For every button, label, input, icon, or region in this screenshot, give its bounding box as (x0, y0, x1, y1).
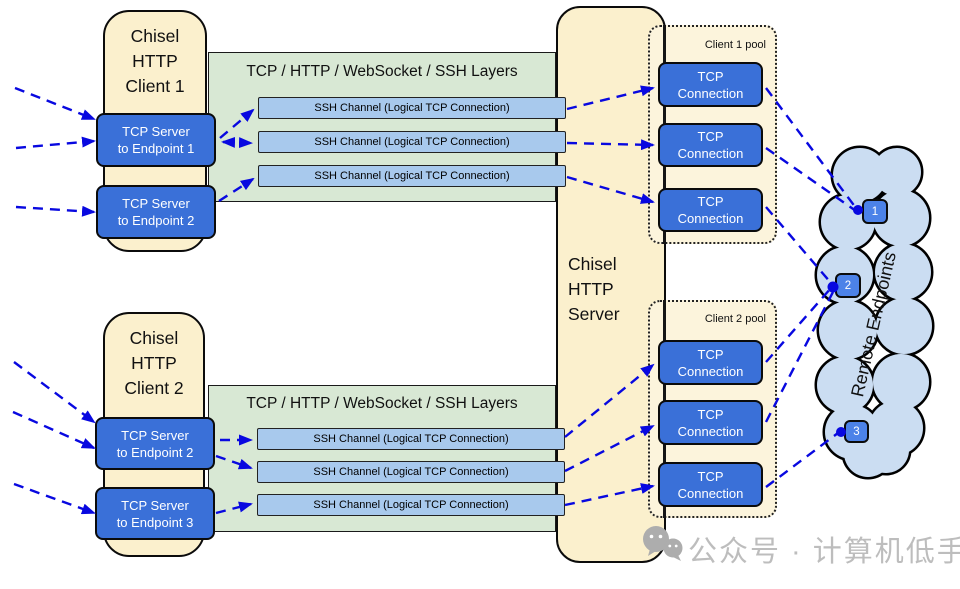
tcp-connection-box: TCP Connection (658, 462, 763, 507)
tcp-connection-label: TCP Connection (677, 468, 744, 501)
tcp-server-label-line: TCP Server (122, 124, 190, 139)
server-title-line: HTTP (568, 279, 614, 299)
tcp-connection-box: TCP Connection (658, 123, 763, 167)
tcp-connection-box: TCP Connection (658, 188, 763, 232)
tcp-server-label-line: TCP Server (122, 196, 190, 211)
ssh-channel-bar: SSH Channel (Logical TCP Connection) (257, 494, 565, 516)
ssh-channel-bar: SSH Channel (Logical TCP Connection) (257, 461, 565, 483)
client-1-title-line: Client 1 (125, 76, 185, 96)
endpoint-node-3: 3 (844, 420, 869, 443)
watermark-text: 公众号 · 计算机低手 (688, 536, 960, 568)
tcp-server-box: TCP Server to Endpoint 2 (95, 417, 215, 470)
tcp-connection-label: TCP Connection (677, 346, 744, 379)
server-title-line: Server (568, 304, 620, 324)
client-1-title-line: HTTP (132, 51, 178, 71)
tcp-server-label-line: TCP Server (121, 427, 189, 443)
tcp-connection-label: TCP Connection (677, 194, 744, 226)
ssh-layers-band-1-title: TCP / HTTP / WebSocket / SSH Layers (246, 63, 518, 80)
endpoint-node-1: 1 (862, 199, 888, 224)
tcp-connection-box: TCP Connection (658, 400, 763, 445)
client-2-title-line: HTTP (131, 353, 177, 373)
chisel-client-2-title: Chisel HTTP Client 2 (103, 326, 205, 401)
client-1-title-line: Chisel (130, 26, 180, 46)
chisel-server-title: Chisel HTTP Server (568, 252, 664, 327)
endpoint-node-2: 2 (835, 273, 861, 298)
client-2-pool-label: Client 2 pool (704, 313, 766, 325)
tcp-server-label-line: to Endpoint 1 (117, 141, 195, 156)
tcp-connection-label: TCP Connection (677, 129, 744, 161)
ssh-channel-bar: SSH Channel (Logical TCP Connection) (257, 428, 565, 450)
ssh-channel-bar: SSH Channel (Logical TCP Connection) (258, 97, 566, 119)
server-title-line: Chisel (568, 254, 617, 274)
ssh-channel-bar: SSH Channel (Logical TCP Connection) (258, 165, 566, 187)
ssh-layers-band-2-title: TCP / HTTP / WebSocket / SSH Layers (246, 395, 518, 412)
tcp-connection-label: TCP Connection (677, 68, 744, 101)
wechat-icon (643, 526, 683, 561)
tcp-server-label-line: to Endpoint 2 (116, 444, 194, 460)
ssh-channel-bar: SSH Channel (Logical TCP Connection) (258, 131, 566, 153)
tcp-server-box: TCP Server to Endpoint 2 (96, 185, 216, 239)
tcp-connection-label: TCP Connection (677, 406, 744, 439)
tcp-connection-box: TCP Connection (658, 340, 763, 385)
tcp-server-label-line: to Endpoint 3 (116, 514, 194, 530)
tcp-server-box: TCP Server to Endpoint 1 (96, 113, 216, 167)
client-2-title-line: Chisel (129, 328, 179, 348)
tcp-server-label-line: TCP Server (121, 497, 189, 513)
tcp-server-label-line: to Endpoint 2 (117, 213, 195, 228)
client-2-title-line: Client 2 (124, 378, 184, 398)
tcp-connection-box: TCP Connection (658, 62, 763, 107)
chisel-client-1-title: Chisel HTTP Client 1 (103, 24, 207, 99)
client-1-pool-label: Client 1 pool (704, 39, 766, 51)
tcp-server-box: TCP Server to Endpoint 3 (95, 487, 215, 540)
